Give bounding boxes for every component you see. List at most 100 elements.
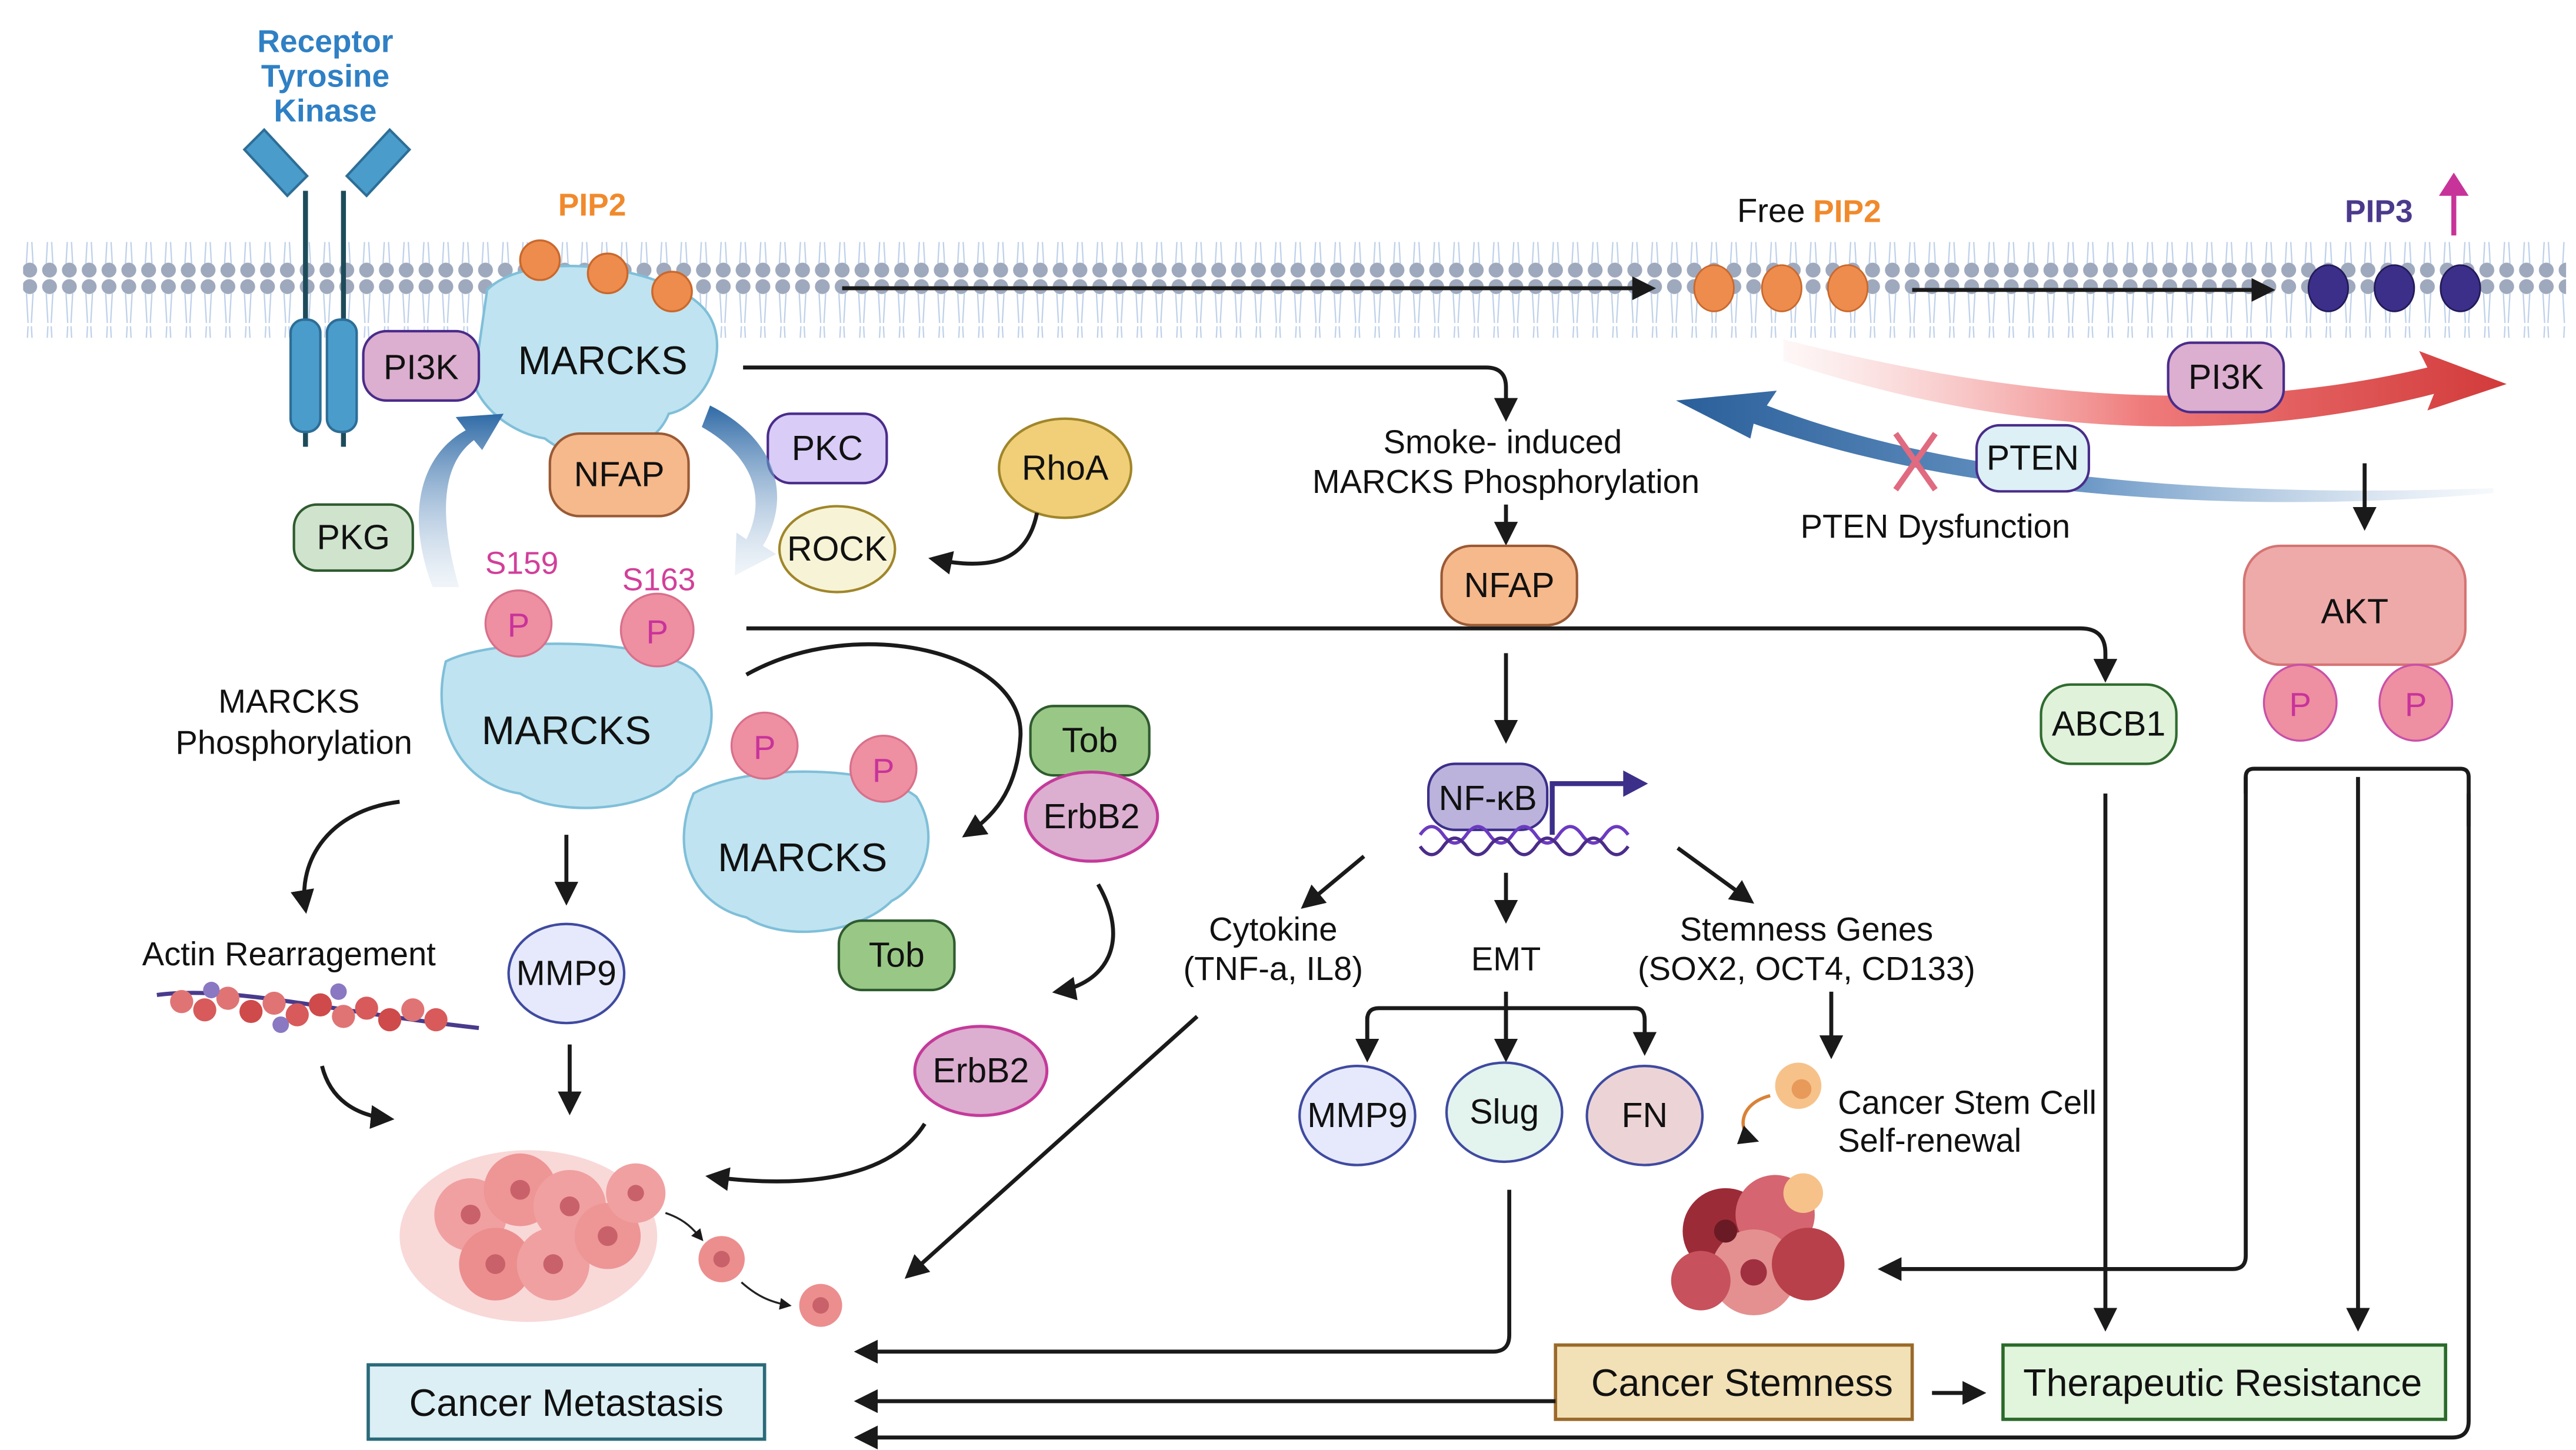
actin-label: Actin Rearragement [142,935,436,972]
cancer-stem-cell-icon [1737,1062,1822,1145]
pkc[interactable]: PKC [767,412,888,485]
abcb1-label: ABCB1 [2052,705,2165,744]
marcks-mid-label: MARCKS [482,709,651,753]
nfap-center[interactable]: NFAP [1440,544,1578,626]
pip3-label: PIP3 [2345,195,2413,229]
cytokine-label-line1: Cytokine [1209,911,1337,948]
marcks-to-abcb1-arrow [746,626,2118,683]
rock[interactable]: ROCK [778,505,897,594]
mmp9-emt[interactable]: MMP9 [1298,1065,1417,1166]
akt-label: AKT [2321,593,2389,631]
nfkb-label: NF-κB [1439,779,1537,818]
phos-to-actin-arrow [291,799,400,914]
pi3k-conversion-arrow [1783,339,2507,426]
rhoa[interactable]: RhoA [998,417,1132,519]
cytokine-to-metastasis-arrow [904,1015,1199,1279]
pkg[interactable]: PKG [292,503,414,572]
svg-text:P: P [2405,686,2427,723]
stemness-genes-label-line1: Stemness Genes [1680,911,1934,948]
nfkb[interactable]: NF-κB [1427,762,1549,831]
akt-branch-bar [2244,766,2471,827]
tob-bottom[interactable]: Tob [837,919,956,992]
rtk-label-line1: Receptor [257,25,393,59]
marcks-to-smoke-arrow [743,365,1518,422]
mmp9-left[interactable]: MMP9 [507,922,626,1025]
dna-promoter-icon [1418,770,1648,856]
nfap-center-label: NFAP [1464,566,1555,605]
receptor-tyrosine-kinase: Receptor Tyrosine Kinase [242,25,412,447]
erbb2-free-label: ErbB2 [932,1052,1029,1090]
pi3k-right[interactable]: PI3K [2167,341,2285,414]
emt-to-metastasis-arrow [854,1189,1512,1364]
fn[interactable]: FN [1585,1065,1704,1166]
marcks-phosphorylated[interactable]: MARCKS [440,642,713,809]
mmp9-left-label: MMP9 [516,954,616,992]
stem-tumor-icon [1671,1173,1845,1316]
pip3-bead [2374,264,2415,312]
actin-to-tumor-arrow [320,1065,395,1129]
rtk-label-line3: Kinase [274,94,377,129]
pip3-increase-icon [2439,172,2469,236]
rhoa-to-rock-arrow [928,512,1039,575]
erbb2-bound[interactable]: ErbB2 [1024,770,1159,863]
pkc-label: PKC [792,429,863,468]
pkc-phosphorylation-arrow [701,405,778,576]
pi3k-left-label: PI3K [384,348,459,386]
tob-top-label: Tob [1062,722,1118,760]
outcome-therapeutic-resistance[interactable]: Therapeutic Resistance [2001,1343,2448,1421]
marcks-to-tob-complex-arrow [745,642,1023,838]
rtk-label-line2: Tyrosine [261,59,389,94]
marcks-top-label: MARCKS [518,339,687,383]
outcome-cancer-stemness[interactable]: Cancer Stemness [1554,1343,1914,1421]
slug[interactable]: Slug [1445,1061,1564,1164]
pip2-bead [651,271,693,313]
svg-text:P: P [754,729,775,766]
smoke-label-line1: Smoke- induced [1384,424,1622,461]
pip2-label: PIP2 [558,188,626,223]
therapeutic-resistance-label: Therapeutic Resistance [2023,1362,2422,1404]
akt[interactable]: AKT [2242,544,2467,666]
smoke-label-line2: MARCKS Phosphorylation [1312,463,1699,500]
tob-top[interactable]: Tob [1029,705,1151,777]
pkg-phosphorylation-arrow [418,414,504,588]
marcks-tob-complex[interactable]: MARCKS [682,770,930,934]
pip3-bead [2307,264,2350,312]
phospho-complex-2: P [849,735,918,803]
svg-text:P: P [2290,686,2311,723]
pi3k-right-label: PI3K [2188,358,2264,396]
stemness-genes-label-line2: (SOX2, OCT4, CD133) [1638,950,1975,987]
marcks-tob-label: MARCKS [718,836,887,880]
svg-text:P: P [872,752,894,789]
outcome-cancer-metastasis[interactable]: Cancer Metastasis [366,1363,767,1441]
marcks-phos-label-line2: Phosphorylation [175,724,412,761]
abcb1[interactable]: ABCB1 [2040,683,2178,765]
tob-bottom-label: Tob [869,936,925,975]
site-s163: S163 [622,563,696,598]
erbb2-free[interactable]: ErbB2 [913,1025,1049,1117]
marcks-phos-label-line1: MARCKS [218,682,359,719]
actin-filament-icon [156,981,479,1034]
tumor-cluster-icon [399,1150,842,1327]
akt-phospho-2: P [2378,664,2454,742]
pten-dysfunction-label: PTEN Dysfunction [1801,508,2071,545]
free-pip2-bead [1827,264,1869,312]
cancer-stemness-label: Cancer Stemness [1591,1362,1893,1404]
pip2-bead [519,239,561,281]
akt-to-stemness-tumor-arrow [1877,776,2248,1281]
fn-label: FN [1622,1096,1668,1135]
nfap-top[interactable]: NFAP [548,432,690,518]
pten-inhibited-x-icon [1893,432,1938,492]
erbb2-to-tumor-arrow [705,1122,927,1191]
svg-text:P: P [508,606,529,644]
free-pip2-label: PIP2 [1813,195,1881,229]
pten[interactable]: PTEN [1975,424,2091,493]
free-label: Free [1737,192,1805,229]
svg-text:P: P [646,613,668,650]
free-pip2-bead [1693,264,1735,312]
marcks-top[interactable]: MARCKS [470,265,718,458]
nfkb-to-stemness-arrow [1676,846,1755,904]
phospho-s159: P [484,589,553,658]
pi3k-left[interactable]: PI3K [362,329,481,402]
phospho-complex-1: P [730,711,799,780]
